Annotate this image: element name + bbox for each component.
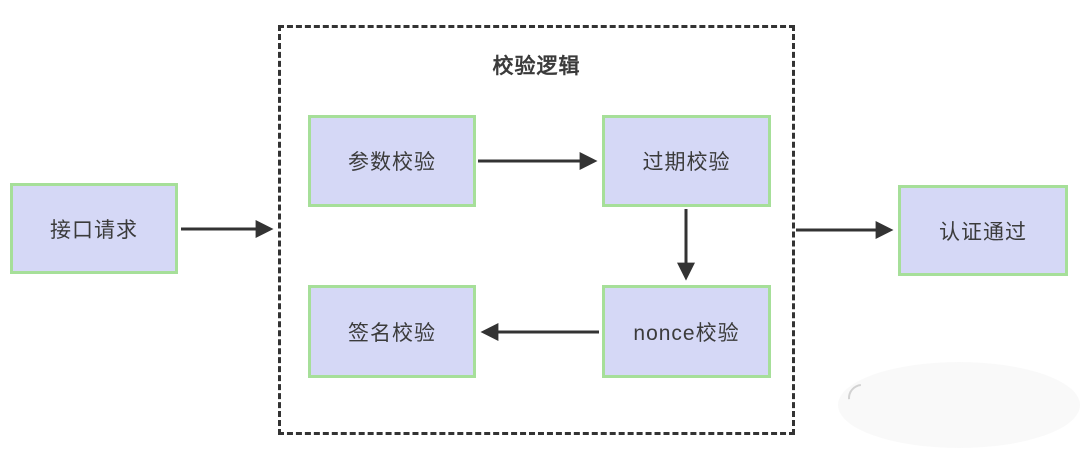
node-signature-validation: 签名校验 [308, 285, 476, 378]
validation-logic-container: 校验逻辑 [278, 25, 795, 435]
node-label: 参数校验 [348, 151, 436, 174]
node-param-validation: 参数校验 [308, 115, 476, 207]
node-label: 过期校验 [642, 151, 731, 174]
node-nonce-validation: nonce校验 [602, 285, 771, 378]
node-label: nonce校验 [633, 321, 740, 345]
node-interface-request: 接口请求 [10, 183, 178, 274]
node-label: 认证通过 [939, 220, 1027, 244]
faint-watermark-curve [842, 378, 882, 418]
faint-watermark [838, 362, 1080, 448]
node-expire-validation: 过期校验 [602, 115, 771, 207]
node-label: 接口请求 [50, 218, 138, 242]
validation-logic-title: 校验逻辑 [492, 55, 581, 78]
node-auth-passed: 认证通过 [898, 185, 1068, 276]
node-label: 签名校验 [348, 321, 436, 345]
